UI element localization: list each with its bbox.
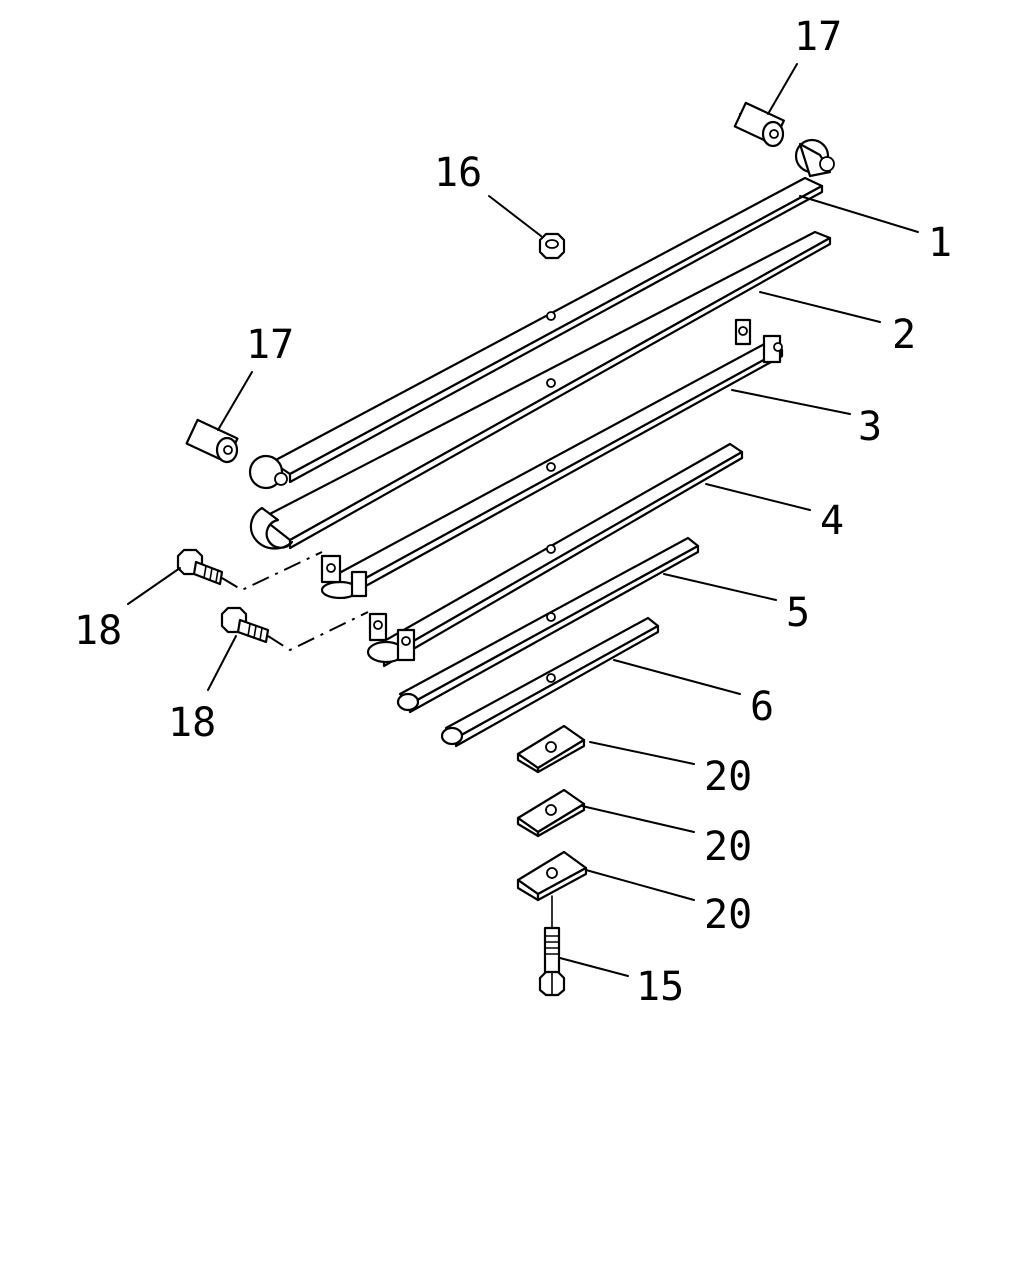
- clip-bolt-18-upper: [176, 548, 323, 592]
- callout-20-a: 20: [704, 754, 752, 800]
- center-bolt-15: [538, 895, 566, 997]
- leaf-4: [366, 442, 744, 668]
- bushing-17-top: [733, 101, 785, 148]
- clip-bolt-18-lower: [220, 606, 369, 652]
- leaf-6: [440, 616, 660, 748]
- spacer-plate-top: [516, 724, 586, 774]
- callout-6: 6: [750, 684, 774, 730]
- callout-17-left: 17: [246, 322, 294, 368]
- leaf-2: [249, 230, 832, 550]
- callout-5: 5: [786, 590, 810, 636]
- leaf-1: [248, 138, 835, 490]
- callout-15: 15: [636, 964, 684, 1010]
- callout-18-left: 18: [74, 608, 122, 654]
- leaf-3: [320, 318, 784, 600]
- callout-16: 16: [434, 150, 482, 196]
- callout-18-bottom: 18: [168, 700, 216, 746]
- spacer-plate-bottom: [516, 850, 588, 902]
- callout-17-top: 17: [794, 14, 842, 60]
- callout-4: 4: [820, 498, 844, 544]
- leaf-5: [396, 536, 700, 714]
- callout-3: 3: [858, 404, 882, 450]
- leader-lines: [127, 63, 919, 977]
- callout-20-b: 20: [704, 824, 752, 870]
- spacer-plate-middle: [516, 788, 586, 838]
- callout-1: 1: [928, 220, 952, 266]
- callout-20-c: 20: [704, 892, 752, 938]
- bushing-17-left: [185, 418, 239, 464]
- callout-2: 2: [892, 312, 916, 358]
- nut-16: [538, 232, 566, 260]
